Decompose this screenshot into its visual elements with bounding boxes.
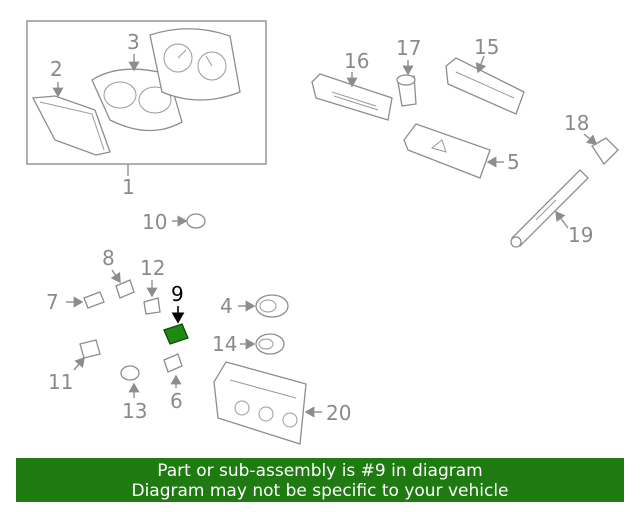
switch-7 <box>66 291 105 309</box>
switch-11 <box>73 339 101 371</box>
callout-18: 18 <box>564 111 589 135</box>
switch-12 <box>143 280 161 315</box>
info-banner: Part or sub-assembly is #9 in diagram Di… <box>16 458 624 502</box>
callout-6: 6 <box>170 389 183 413</box>
callout-2: 2 <box>50 57 63 81</box>
callout-4: 4 <box>220 294 233 318</box>
part-9-shape <box>163 323 189 345</box>
switch-14 <box>240 333 285 355</box>
callout-9: 9 <box>171 282 184 306</box>
switch-6 <box>163 353 183 388</box>
cluster-mask <box>91 68 183 132</box>
callout-8: 8 <box>102 246 115 270</box>
switch-8 <box>110 269 135 299</box>
callout-13: 13 <box>122 399 147 423</box>
callout-1: 1 <box>122 175 135 199</box>
callout-14: 14 <box>212 332 237 356</box>
callout-11: 11 <box>48 370 73 394</box>
callout-12: 12 <box>140 256 165 280</box>
switch-4 <box>238 294 289 318</box>
bezel-15 <box>445 55 525 115</box>
cluster-lens <box>31 95 111 156</box>
callout-10: 10 <box>142 210 167 234</box>
switch-13 <box>120 365 140 398</box>
callout-5: 5 <box>507 150 520 174</box>
callout-17: 17 <box>396 36 421 60</box>
climate-control-20 <box>213 361 322 445</box>
cluster-housing <box>149 28 241 101</box>
banner-line-1: Part or sub-assembly is #9 in diagram <box>157 461 483 481</box>
callout-20: 20 <box>326 401 351 425</box>
banner-line-2: Diagram may not be specific to your vehi… <box>131 481 509 501</box>
callout-16: 16 <box>344 49 369 73</box>
instrument-cluster-group <box>26 20 267 176</box>
callout-19: 19 <box>568 223 593 247</box>
rod-19 <box>510 169 589 248</box>
highlighted-part-9 <box>163 306 189 345</box>
hazard-panel-5 <box>403 123 504 179</box>
knob-17 <box>396 60 417 107</box>
switch-panel-16 <box>311 72 393 121</box>
callout-7: 7 <box>46 290 59 314</box>
cluster-frame <box>26 20 267 165</box>
sensor-18 <box>583 133 619 166</box>
bulb-10 <box>172 213 206 229</box>
callout-3: 3 <box>127 30 140 54</box>
callout-15: 15 <box>474 35 499 59</box>
